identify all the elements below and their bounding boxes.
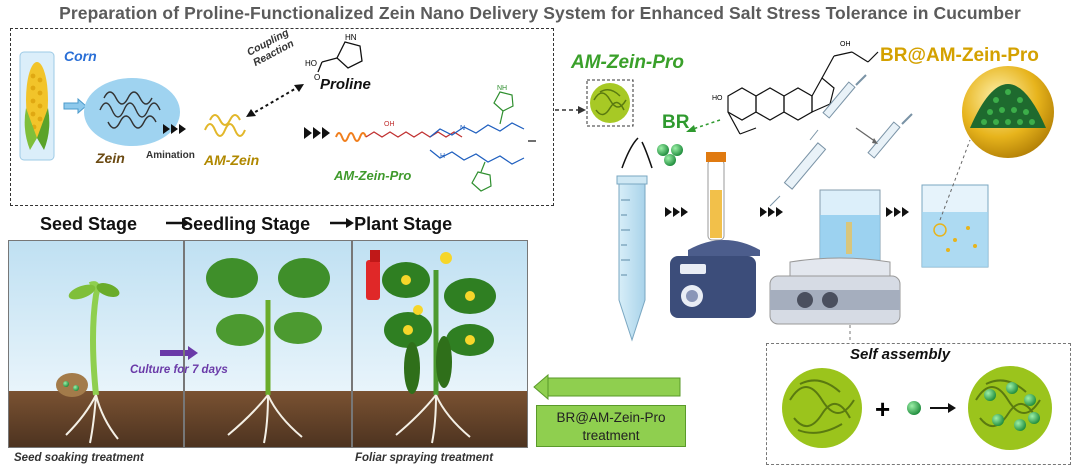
chevron-right-icon [163, 124, 186, 134]
br-am-zein-pro-particle-icon [962, 66, 1054, 158]
am-zein-pro-particle-icon [782, 368, 862, 448]
dashed-arrow-icon [686, 119, 721, 132]
br-molecule-structure [727, 51, 879, 135]
am-zein-label: AM-Zein [204, 152, 260, 168]
corn-label: Corn [64, 48, 97, 64]
arrow-icon [160, 346, 198, 360]
oh-steroid-label: OH [840, 41, 851, 48]
arrow-icon [166, 218, 354, 228]
self-assembly-label: Self assembly [850, 346, 951, 363]
n-label: N [460, 125, 465, 132]
br-am-zein-pro-assembled-icon [968, 366, 1052, 450]
ho-steroid-label: HO [712, 95, 723, 102]
treatment-line-1: BR@AM-Zein-Pro [556, 410, 666, 425]
am-zein-icon [204, 114, 246, 137]
arrow-icon [930, 403, 956, 413]
syringe-icon [867, 113, 913, 159]
zein-protein-icon [84, 78, 180, 146]
plant-stage-label: Plant Stage [354, 214, 453, 234]
am-zein-pro-structure [335, 91, 536, 192]
plus-icon: + [875, 394, 890, 424]
dashed-arrow-icon [555, 106, 586, 114]
treatment-box: BR@AM-Zein-Pro treatment [536, 405, 686, 447]
beaker-icon [921, 184, 989, 268]
figure-title: Preparation of Proline-Functionalized Ze… [59, 3, 1021, 23]
br-label: BR [662, 112, 690, 133]
plant-stage-panel [352, 240, 528, 448]
seedling-stage-panel [184, 240, 352, 448]
stages-header: Seed Stage Seedling Stage Plant Stage [40, 214, 458, 235]
chevron-right-icon [760, 207, 783, 217]
chevron-right-icon [665, 207, 688, 217]
foliar-treatment-label: Foliar spraying treatment [355, 452, 494, 464]
seed-treatment-label: Seed soaking treatment [14, 452, 144, 464]
treatment-line-2: treatment [582, 428, 640, 443]
nh-label-2: NH [497, 85, 507, 92]
ho-label: HO [305, 59, 317, 68]
assembly-am-zein-pro-label: AM-Zein-Pro [571, 52, 684, 73]
proline-label: Proline [320, 76, 371, 93]
seedling-stage-label: Seedling Stage [181, 214, 311, 234]
amination-label: Amination [146, 150, 195, 161]
seed-stage-label: Seed Stage [40, 214, 138, 234]
self-assembly-panel [766, 343, 1071, 465]
br-particle-icon [907, 401, 921, 415]
seed-stage-illustration [9, 241, 183, 447]
plant-stage-illustration [353, 241, 527, 447]
chevron-right-icon [886, 207, 909, 217]
double-arrow-icon [246, 84, 304, 117]
chevron-right-icon [304, 127, 330, 139]
vortex-mixer-icon [670, 152, 760, 318]
am-zein-pro-label: AM-Zein-Pro [334, 168, 412, 183]
seed-stage-panel [8, 240, 184, 448]
arrow-icon [533, 373, 681, 401]
br-particle-icon [657, 144, 683, 166]
seedling-stage-illustration [185, 241, 351, 447]
proline-structure [317, 41, 363, 73]
zein-label: Zein [96, 150, 125, 166]
am-zein-pro-particle-icon [590, 83, 630, 123]
culture-label: Culture for 7 days [130, 364, 228, 376]
corn-icon [19, 51, 55, 161]
am-zein-pro-frame [586, 79, 634, 127]
syringe-icon [769, 142, 827, 207]
centrifuge-tube-icon [616, 175, 648, 342]
oh-label: OH [384, 121, 395, 128]
o-label: O [314, 73, 320, 82]
br-am-zein-pro-label: BR@AM-Zein-Pro [880, 45, 1039, 66]
nh-label: HN [345, 33, 357, 42]
h-label: H [440, 153, 445, 160]
arrow-icon [63, 97, 87, 115]
syringe-icon [809, 74, 867, 141]
synthesis-panel [10, 28, 554, 206]
magnetic-stirrer-icon [769, 189, 901, 325]
